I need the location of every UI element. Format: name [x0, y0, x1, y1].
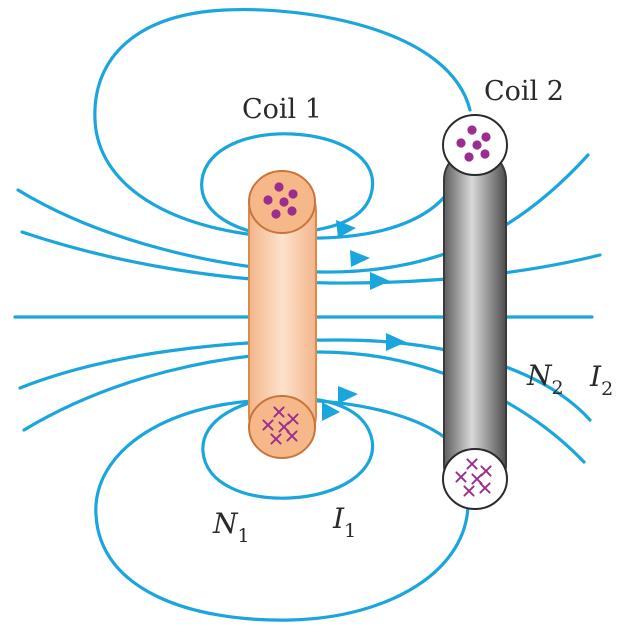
field-direction-arrow: [370, 272, 390, 290]
field-line-wide-top: [16, 153, 590, 274]
field-direction-arrow: [338, 386, 358, 404]
coil-2-top-current-dots: [456, 125, 491, 162]
coil-1-bottom-current-crosses: [262, 406, 299, 445]
current-out-of-page-dot-icon: [456, 138, 466, 148]
i2-sub: 2: [601, 378, 613, 400]
magnetic-field-lines: [13, 7, 602, 622]
current-into-page-cross-icon: [463, 485, 475, 497]
coil-1-label: Coil 1: [242, 94, 322, 125]
coil-1-top-current-dots: [263, 182, 298, 219]
current-into-page-cross-icon: [270, 433, 282, 445]
current-into-page-cross-icon: [455, 471, 467, 483]
current-into-page-cross-icon: [287, 413, 299, 425]
field-line-outer-top: [93, 7, 472, 240]
n1-label: N1: [212, 507, 250, 547]
current-into-page-cross-icon: [262, 419, 274, 431]
field-line-inner-top: [200, 132, 375, 240]
current-out-of-page-dot-icon: [481, 132, 491, 142]
current-out-of-page-dot-icon: [288, 189, 298, 199]
field-direction-arrow: [386, 333, 406, 351]
coil-1: [248, 170, 317, 459]
current-out-of-page-dot-icon: [464, 152, 474, 162]
current-into-page-cross-icon: [466, 458, 478, 470]
field-direction-arrow: [322, 402, 340, 421]
i2-main: I: [589, 360, 602, 393]
coil-2-bottom-current-crosses: [455, 458, 492, 497]
current-out-of-page-dot-icon: [480, 149, 490, 159]
current-out-of-page-dot-icon: [274, 182, 284, 192]
current-out-of-page-dot-icon: [271, 209, 281, 219]
n1-sub: 1: [238, 525, 250, 547]
current-into-page-cross-icon: [286, 430, 298, 442]
current-out-of-page-dot-icon: [287, 206, 297, 216]
i2-label: I2: [589, 360, 613, 400]
coil-1-bottom-end: [248, 395, 316, 459]
current-into-page-cross-icon: [278, 421, 290, 433]
field-direction-arrow: [350, 250, 370, 267]
current-out-of-page-dot-icon: [279, 197, 289, 207]
coil-2-body: [443, 149, 507, 496]
coil-2-bottom-end: [442, 448, 508, 510]
field-direction-arrow: [336, 220, 356, 238]
coil-2: [442, 114, 508, 510]
current-into-page-cross-icon: [471, 473, 483, 485]
field-line-near-axis-bottom: [18, 338, 592, 422]
current-into-page-cross-icon: [479, 482, 491, 494]
current-out-of-page-dot-icon: [467, 125, 477, 135]
current-out-of-page-dot-icon: [472, 140, 482, 150]
field-line-inner-bottom: [201, 393, 375, 500]
field-line-wide-bottom: [22, 350, 586, 464]
i1-sub: 1: [344, 520, 356, 542]
current-into-page-cross-icon: [480, 465, 492, 477]
i1-label: I1: [332, 502, 356, 542]
coil-2-label: Coil 2: [484, 76, 564, 107]
current-out-of-page-dot-icon: [263, 195, 273, 205]
i1-main: I: [332, 502, 345, 535]
n1-main: N: [212, 507, 239, 540]
n2-label: N2: [526, 359, 564, 399]
current-into-page-cross-icon: [273, 406, 285, 418]
n2-main: N: [526, 359, 553, 392]
field-line-near-axis-top: [20, 230, 602, 285]
field-direction-arrows: [322, 220, 406, 421]
n2-sub: 2: [552, 377, 564, 399]
